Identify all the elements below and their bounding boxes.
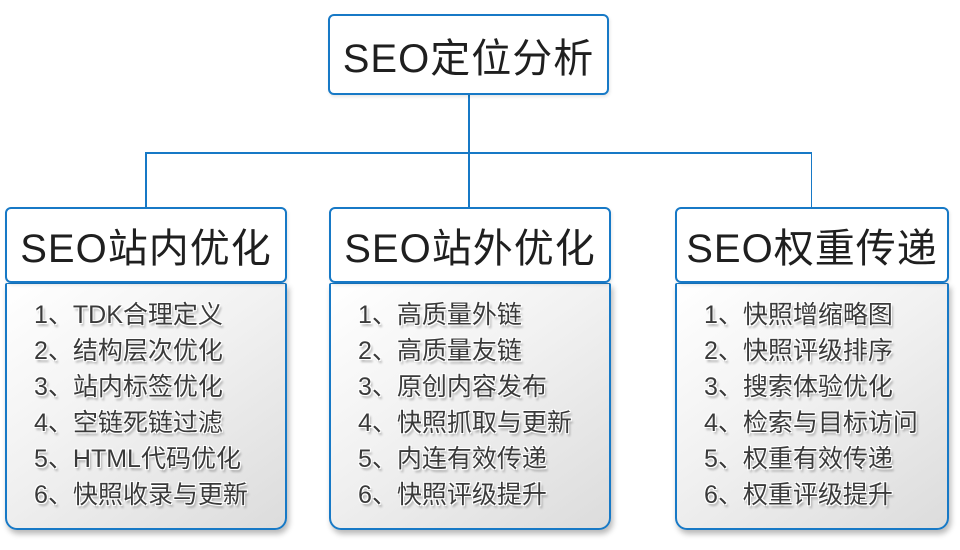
list-item: 1、快照增缩略图 <box>704 301 893 329</box>
list-item: 4、空链死链过滤 <box>34 409 223 437</box>
list-item: 3、原创内容发布 <box>358 373 547 401</box>
list-item: 5、内连有效传递 <box>358 445 547 473</box>
list-item: 6、快照评级提升 <box>358 481 547 509</box>
branch-title: SEO站内优化 <box>20 227 272 271</box>
list-item: 3、搜索体验优化 <box>704 373 893 401</box>
connector-horizontal <box>145 152 812 154</box>
list-item: 2、结构层次优化 <box>34 337 223 365</box>
list-item: 1、高质量外链 <box>358 301 522 329</box>
connector-drop-right <box>810 152 812 207</box>
list-item: 2、高质量友链 <box>358 337 522 365</box>
branch-title-box: SEO站外优化 <box>329 207 611 283</box>
list-item: 4、快照抓取与更新 <box>358 409 572 437</box>
connector-drop-left <box>145 152 147 207</box>
list-item: 2、快照评级排序 <box>704 337 893 365</box>
root-node: SEO定位分析 <box>328 14 609 95</box>
branch-title-box: SEO权重传递 <box>675 207 949 283</box>
branch-title: SEO站外优化 <box>344 227 596 271</box>
list-item: 3、站内标签优化 <box>34 373 223 401</box>
list-item: 6、权重评级提升 <box>704 481 893 509</box>
list-item: 4、检索与目标访问 <box>704 409 918 437</box>
connector-stem-center <box>468 95 470 207</box>
list-item: 5、HTML代码优化 <box>34 445 241 473</box>
branch-item-list: 1、快照增缩略图 2、快照评级排序 3、搜索体验优化 4、检索与目标访问 5、权… <box>675 283 949 530</box>
list-item: 1、TDK合理定义 <box>34 301 223 329</box>
branch-title-box: SEO站内优化 <box>5 207 287 283</box>
list-item: 6、快照收录与更新 <box>34 481 248 509</box>
list-item: 5、权重有效传递 <box>704 445 893 473</box>
branch-item-list: 1、TDK合理定义 2、结构层次优化 3、站内标签优化 4、空链死链过滤 5、H… <box>5 283 287 530</box>
branch-item-list: 1、高质量外链 2、高质量友链 3、原创内容发布 4、快照抓取与更新 5、内连有… <box>329 283 611 530</box>
root-node-title: SEO定位分析 <box>342 36 595 81</box>
branch-title: SEO权重传递 <box>686 227 938 271</box>
